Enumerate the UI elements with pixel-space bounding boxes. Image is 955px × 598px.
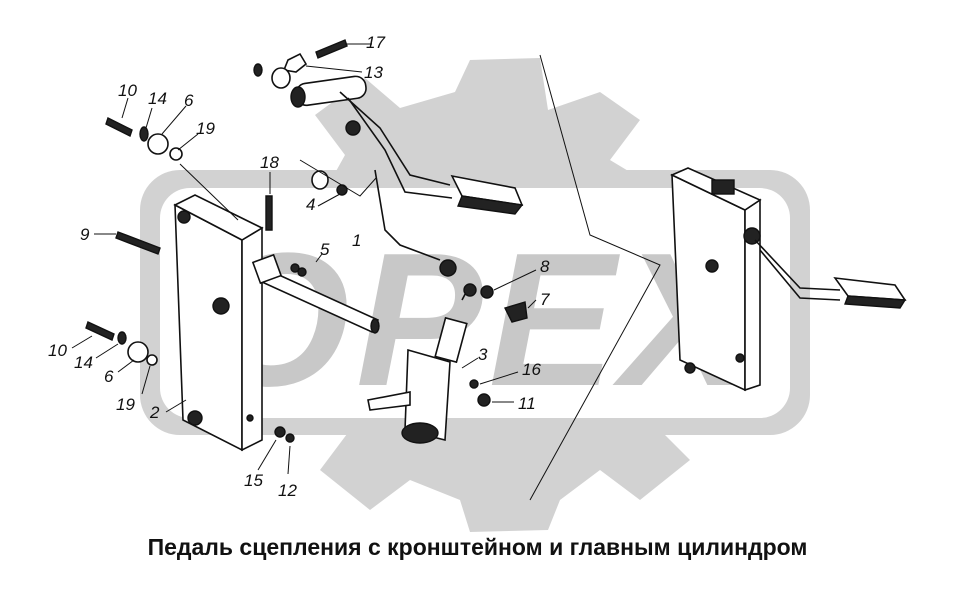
watermark-logo: OPEX: [140, 58, 810, 532]
callout-10-top: 10: [118, 81, 137, 100]
callout-15: 15: [244, 471, 263, 490]
leader-lines: [71, 43, 537, 475]
callout-9: 9: [80, 225, 90, 244]
callout-16: 16: [522, 360, 541, 379]
callout-14-bottom: 14: [74, 353, 93, 372]
callout-10-bottom: 10: [48, 341, 67, 360]
assembly-right: [670, 167, 907, 392]
bracket-left: [173, 194, 264, 452]
callout-12: 12: [278, 481, 297, 500]
loose-parts: [85, 39, 528, 443]
watermark-text: OPEX: [202, 214, 758, 426]
callout-14-top: 14: [148, 89, 167, 108]
callout-11: 11: [518, 394, 536, 413]
callout-6-top: 6: [184, 91, 194, 110]
callouts: 17 13 10 14 6 19 18 4 1 5 9 8 7 3 10 14 …: [48, 33, 550, 500]
callout-19-bottom: 19: [116, 395, 135, 414]
callout-7: 7: [540, 290, 550, 309]
construction-line: [529, 54, 661, 501]
master-cylinder: [367, 283, 477, 444]
callout-18: 18: [260, 153, 279, 172]
callout-2: 2: [149, 403, 160, 422]
callout-13: 13: [364, 63, 383, 82]
callout-3: 3: [478, 345, 488, 364]
callout-19-top: 19: [196, 119, 215, 138]
shaft: [251, 253, 380, 334]
callout-4: 4: [306, 195, 315, 214]
callout-5: 5: [320, 240, 330, 259]
callout-8: 8: [540, 257, 550, 276]
figure-caption: Педаль сцепления с кронштейном и главным…: [147, 534, 808, 560]
callout-17: 17: [366, 33, 385, 52]
callout-1: 1: [352, 231, 361, 250]
watermark-band-inner: [160, 188, 790, 418]
callout-6-bottom: 6: [104, 367, 114, 386]
pedal-lever: [290, 75, 524, 277]
